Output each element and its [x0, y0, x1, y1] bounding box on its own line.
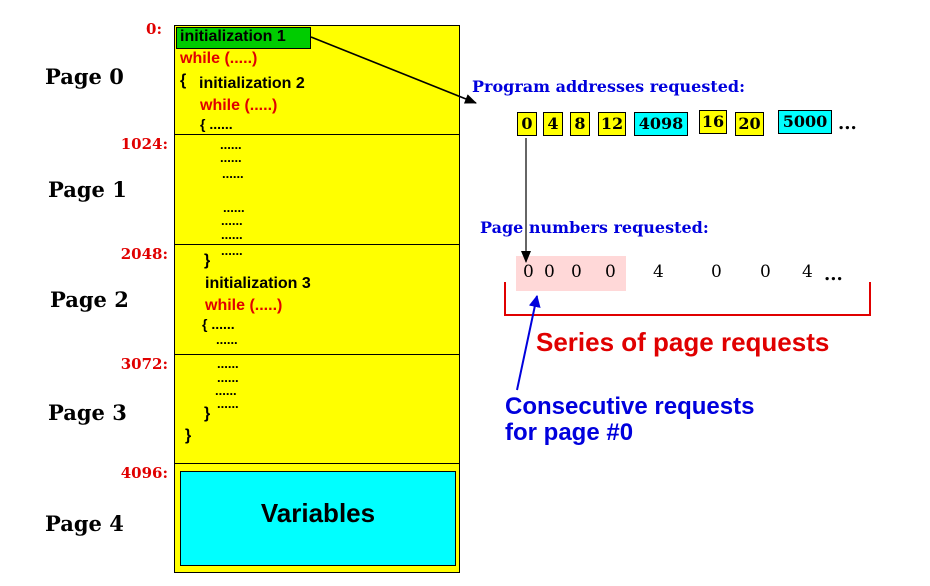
page-number-1: 0 — [523, 262, 534, 282]
code-dots-10: ...... — [217, 370, 239, 385]
address-label-2048: 2048: — [120, 245, 168, 263]
page-label-1: Page 1 — [48, 177, 127, 202]
address-box-4: 4 — [543, 112, 563, 136]
code-while-3: while (.....) — [205, 297, 283, 314]
code-while-2: while (.....) — [200, 97, 278, 114]
address-box-8: 8 — [570, 112, 590, 136]
page-number-ellipsis: ... — [824, 264, 843, 285]
consecutive-label-line2: for page #0 — [505, 419, 634, 446]
address-box-0: 0 — [517, 112, 537, 136]
program-addresses-title: Program addresses requested: — [472, 77, 746, 96]
page-number-2: 0 — [544, 262, 555, 282]
arrow-init-to-addresses — [310, 36, 477, 104]
code-dots-1: ...... — [220, 137, 242, 152]
code-while-1: while (.....) — [180, 50, 258, 67]
code-dots-3: ...... — [222, 166, 244, 181]
code-init-3: initialization 3 — [205, 275, 311, 292]
arrow-consecutive-to-zeros — [516, 295, 541, 391]
address-box-12: 12 — [598, 112, 626, 136]
page-number-8: 4 — [802, 262, 813, 282]
page-number-7: 0 — [760, 262, 771, 282]
address-label-0: 0: — [146, 20, 162, 38]
code-brace-close-b: } — [185, 427, 192, 444]
page-number-3: 0 — [571, 262, 582, 282]
page-numbers-title: Page numbers requested: — [480, 218, 709, 237]
code-brace-open-2: { ...... — [200, 116, 233, 132]
page-divider-4 — [174, 463, 460, 464]
series-label: Series of page requests — [536, 327, 830, 357]
series-bracket — [504, 282, 871, 316]
code-dots-9: ...... — [217, 356, 239, 371]
init1-highlight — [176, 27, 311, 49]
consecutive-label-line1: Consecutive requests — [505, 393, 755, 420]
page-label-3: Page 3 — [48, 400, 127, 425]
address-box-16: 16 — [699, 110, 727, 134]
address-box-5000: 5000 — [778, 110, 832, 134]
address-label-3072: 3072: — [120, 355, 168, 373]
code-init-2: initialization 2 — [199, 75, 305, 92]
page-divider-3 — [174, 354, 460, 355]
page-label-2: Page 2 — [50, 287, 129, 312]
page-divider-2 — [174, 244, 460, 245]
page-number-5: 4 — [653, 262, 664, 282]
variables-label: Variables — [260, 498, 376, 528]
page-number-4: 0 — [605, 262, 616, 282]
page-label-0: Page 0 — [45, 64, 124, 89]
address-label-4096: 4096: — [120, 464, 168, 482]
page0-highlight — [516, 256, 626, 291]
code-init-1: initialization 1 — [180, 28, 286, 45]
code-dots-11: ...... — [215, 383, 237, 398]
address-ellipsis: ... — [838, 113, 857, 134]
code-brace-open-3: { ...... — [202, 316, 235, 332]
address-box-20: 20 — [735, 112, 764, 136]
variables-box — [180, 471, 456, 566]
address-label-1024: 1024: — [120, 135, 168, 153]
code-dots-7: ...... — [221, 243, 243, 258]
code-dots-4: ...... — [223, 200, 245, 215]
code-brace-close-a: } — [204, 405, 211, 422]
code-dots-8: ...... — [216, 332, 238, 347]
page-divider-1 — [174, 134, 460, 135]
code-dots-5: ...... — [221, 213, 243, 228]
page-label-4: Page 4 — [45, 511, 124, 536]
address-box-4098: 4098 — [634, 112, 688, 136]
page-number-6: 0 — [711, 262, 722, 282]
code-dots-12: ...... — [217, 396, 239, 411]
code-brace-open-1: { — [180, 72, 187, 89]
code-dots-2: ...... — [220, 150, 242, 165]
code-dots-6: ...... — [221, 227, 243, 242]
code-brace-close-inner: } — [204, 252, 211, 269]
